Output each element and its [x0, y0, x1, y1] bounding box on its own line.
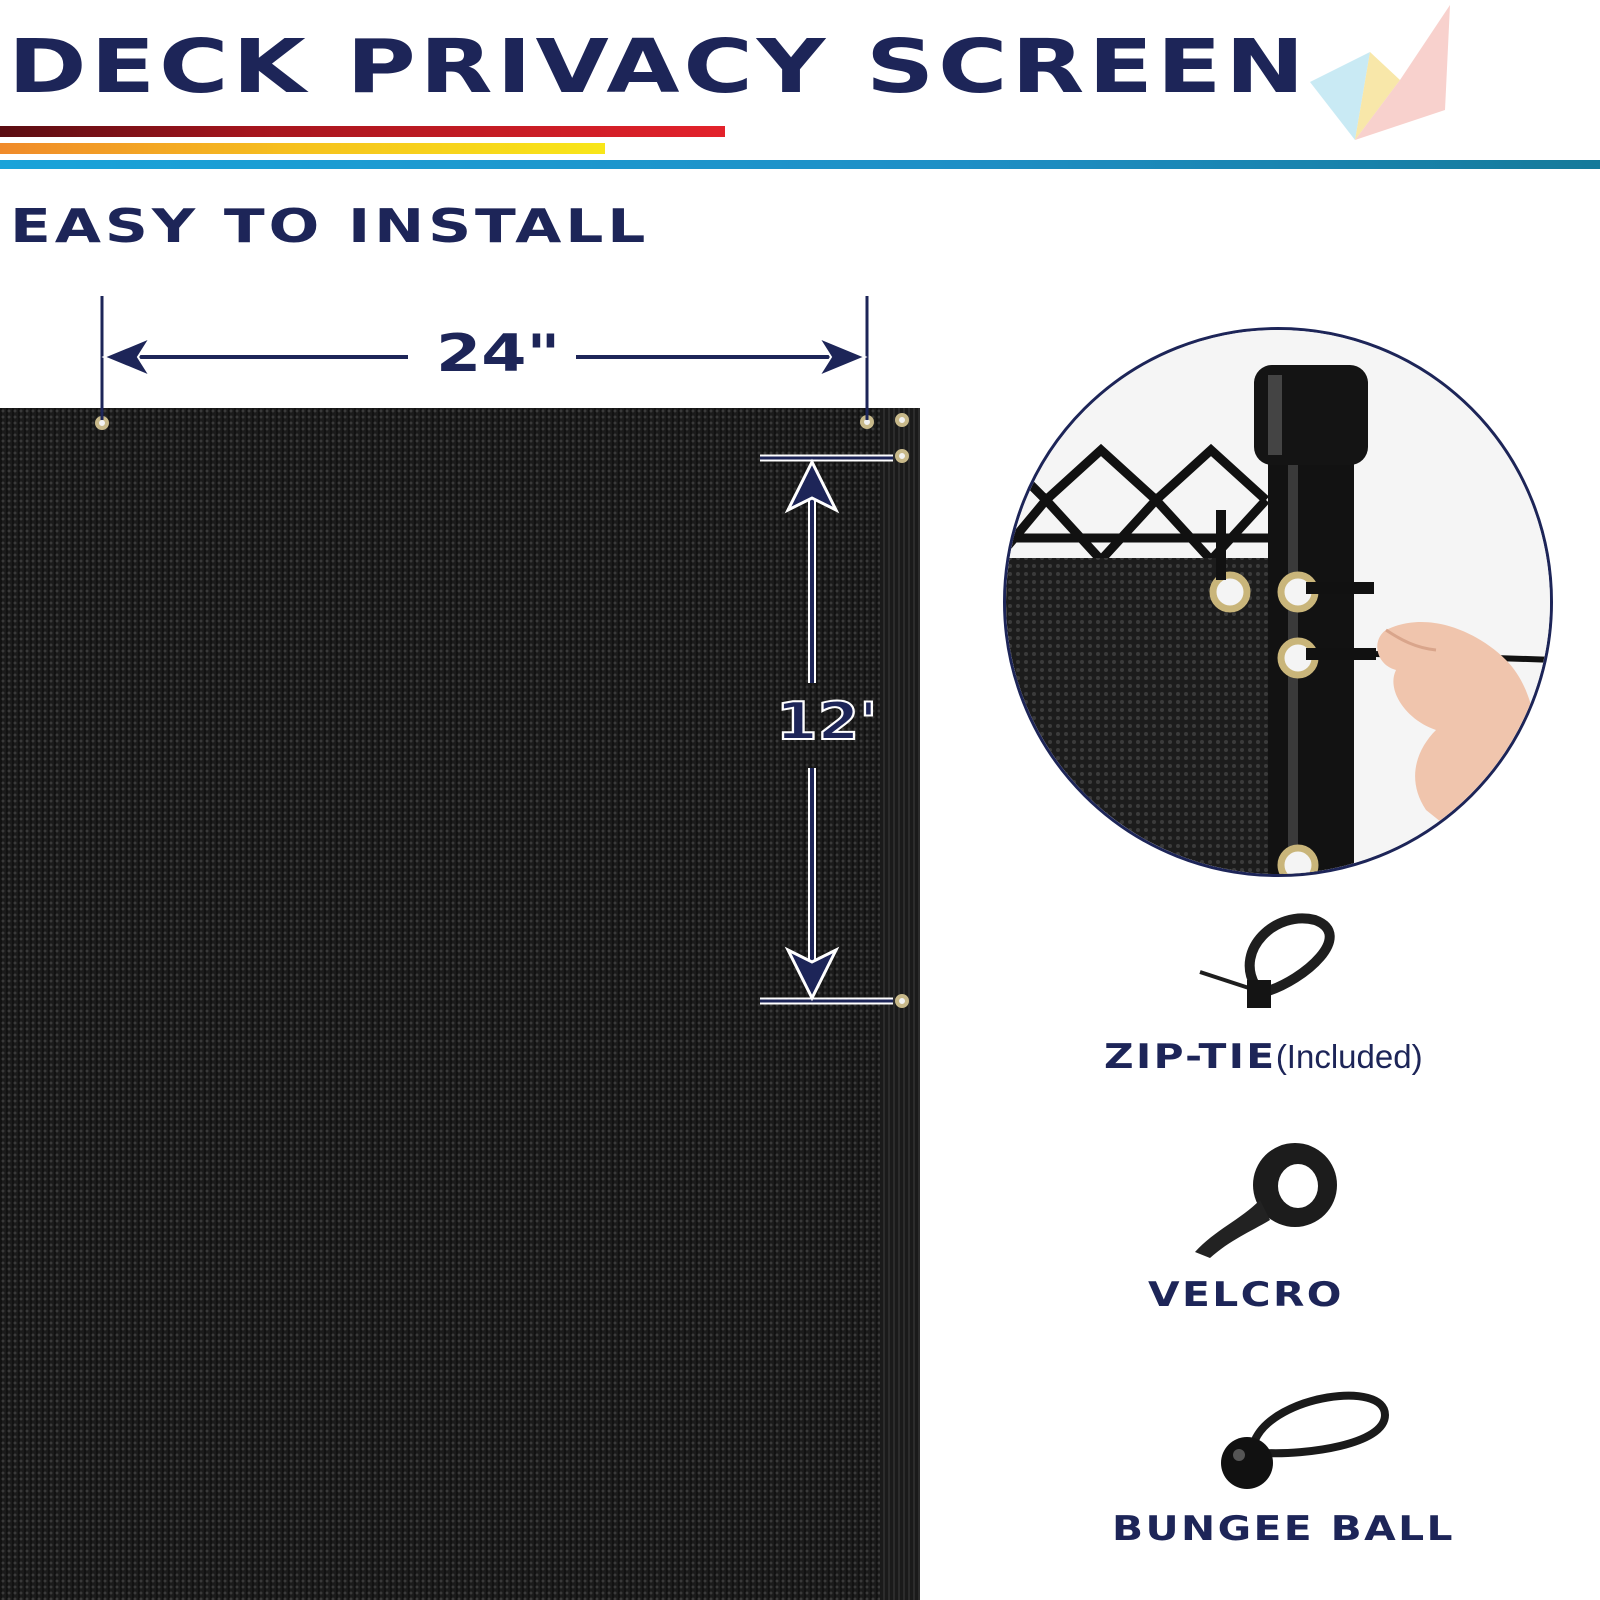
accessory-velcro-label: VELCRO — [1148, 1275, 1344, 1315]
grommet — [895, 449, 909, 463]
velcro-icon — [1195, 1143, 1337, 1258]
bungee-ball-icon — [1221, 1391, 1390, 1489]
header-stripe-blue — [0, 160, 1600, 169]
header-stripe-yellow — [0, 143, 605, 154]
height-dimension-label: 12' — [775, 692, 879, 752]
section-subtitle: EASY TO INSTALL — [10, 199, 650, 253]
header-stripe-red — [0, 126, 725, 137]
accessory-bungee-ball-label: BUNGEE BALL — [1112, 1509, 1455, 1549]
privacy-screen-panel — [0, 408, 920, 1600]
fence-post-illustration — [1006, 330, 1550, 874]
grommet — [895, 994, 909, 1008]
accessory-zip-tie-label: ZIP-TIE(Included) — [1104, 1040, 1423, 1074]
width-dimension-label: 24" — [436, 324, 561, 384]
zip-tie-icon — [1199, 913, 1335, 1008]
accessory-zip-tie-name: ZIP-TIE — [1104, 1037, 1277, 1077]
grommet — [895, 413, 909, 427]
installation-detail-photo — [1003, 327, 1553, 877]
brand-logo-icon — [1310, 5, 1450, 140]
accessory-zip-tie-note: (Included) — [1275, 1038, 1423, 1075]
page-title: DECK PRIVACY SCREEN — [8, 24, 1309, 110]
dimension-arrows — [100, 296, 893, 1005]
